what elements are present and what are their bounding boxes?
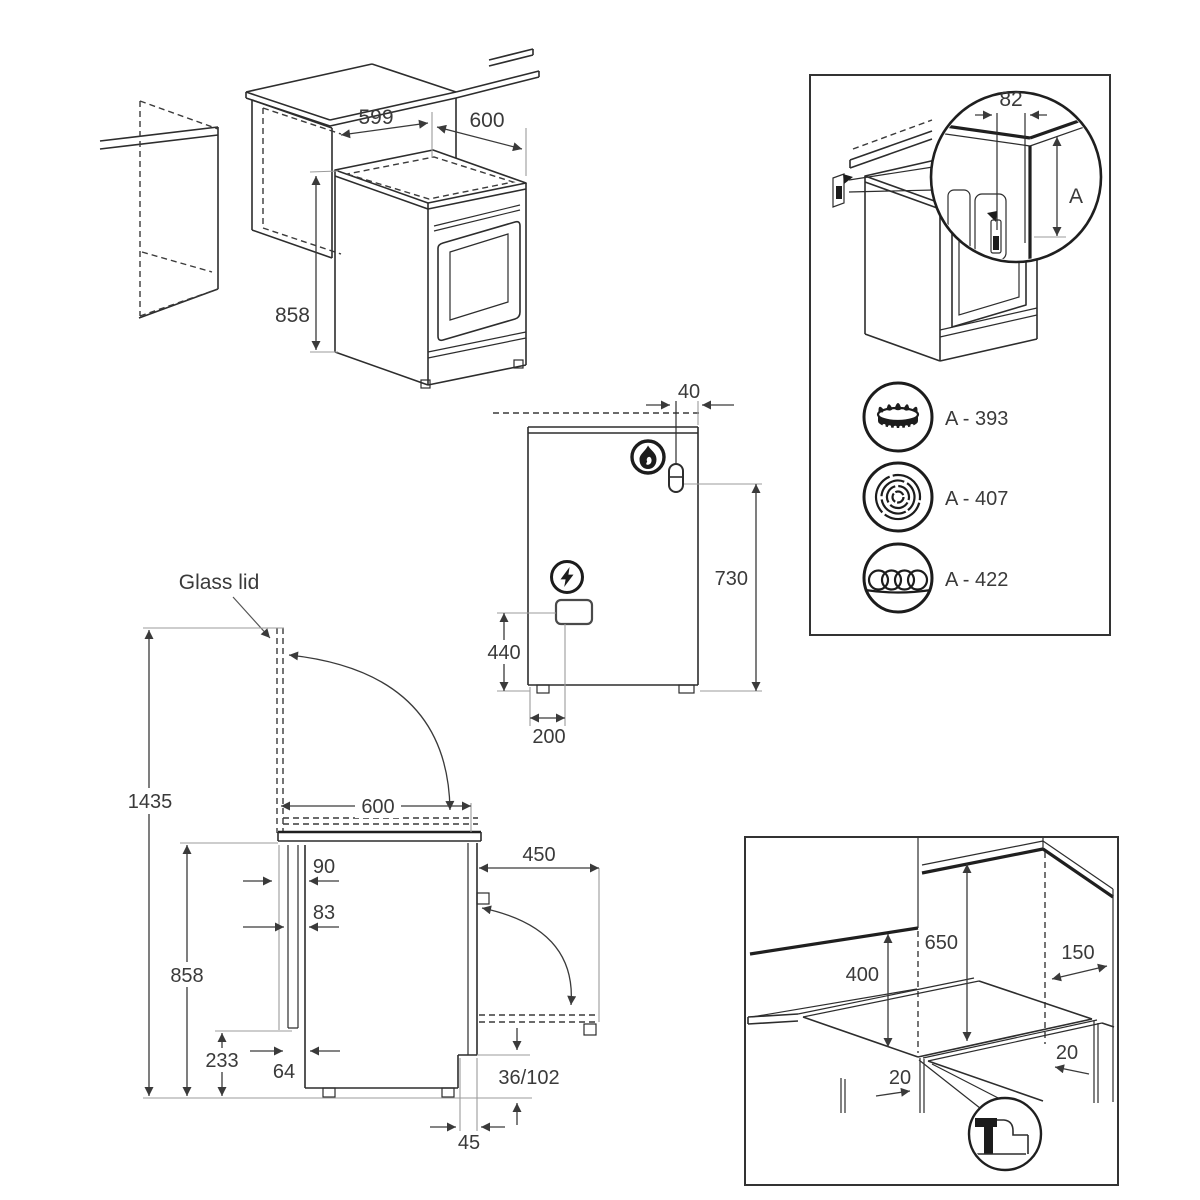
dim-cooker-height: 858 — [275, 304, 310, 327]
anti-tilt-bracket-icon — [832, 173, 853, 208]
cooker-foot — [322, 1087, 336, 1098]
dim-cable-height: 440 — [487, 642, 520, 664]
middle-cabinet — [245, 48, 540, 259]
dim-height: 858 — [170, 965, 203, 987]
cooker-foot — [536, 684, 550, 694]
gas-flame-icon — [630, 439, 666, 475]
clearance-panel: 650 400 150 20 20 — [744, 836, 1119, 1186]
panel-border — [809, 74, 1111, 636]
dim-toe-clearance: 36/102 — [498, 1067, 559, 1089]
side-dimensions: 600 450 90 83 1435 858 233 64 — [126, 627, 600, 1154]
door-latch — [476, 892, 490, 905]
lid-swing-arc — [288, 651, 455, 811]
dim-hood-clearance: 650 — [925, 932, 958, 954]
door-swing-arc — [481, 905, 577, 1006]
dim-gas-offset: 40 — [678, 381, 700, 403]
cooker-foot — [513, 359, 524, 369]
legend-label-gas: A - 393 — [945, 408, 1008, 430]
cooker-rear-outline — [527, 426, 699, 694]
side-elevation-view: Glass lid 600 450 — [126, 571, 600, 1154]
legend-label-coil: A - 422 — [945, 569, 1008, 591]
dim-rear-gap-top: 90 — [313, 856, 335, 878]
dim-side-clearance: 150 — [1061, 942, 1094, 964]
edge-profile-detail — [974, 1118, 1029, 1155]
iso-dimensions: 599 600 858 — [275, 106, 527, 353]
cooker-isometric — [334, 149, 527, 389]
electric-bolt-icon — [550, 560, 584, 594]
coil-element-icon — [864, 569, 932, 594]
dim-gas-height: 730 — [715, 568, 748, 590]
dim-lid-open-height: 1435 — [128, 791, 173, 813]
dim-cutout-width: 599 — [358, 106, 393, 129]
radiant-zone-icon — [874, 473, 922, 521]
cooker-foot — [678, 684, 695, 694]
lid-open-outline — [276, 628, 284, 833]
isometric-fit-view: 599 600 858 — [99, 48, 540, 389]
dim-gap-right: 20 — [1056, 1042, 1078, 1064]
edge-detail-leaders — [918, 1059, 1005, 1113]
hob-type-legend: A - 393 A - 407 — [862, 381, 1008, 614]
dim-cable-offset: 200 — [532, 726, 565, 748]
panel-border — [744, 836, 1119, 1186]
gas-connection — [668, 401, 684, 493]
dim-recess-height: 233 — [205, 1050, 238, 1072]
legend-row-coil: A - 422 — [862, 542, 1008, 614]
legend-row-gas: A - 393 — [862, 381, 1008, 453]
rear-connection-view: 40 730 440 200 — [485, 381, 762, 748]
door-open-handle — [583, 1023, 597, 1036]
glass-lid-label: Glass lid — [179, 571, 260, 594]
glass-lid-leader — [232, 596, 271, 639]
dim-cooker-width: 600 — [469, 109, 504, 132]
dim-recess-depth: 64 — [273, 1061, 295, 1083]
dim-adjacent-wall-height: 400 — [846, 964, 879, 986]
dim-door-open-depth: 450 — [522, 844, 555, 866]
dim-depth: 600 — [361, 796, 394, 818]
kitchen-isometric — [747, 838, 1115, 1113]
legend-label-radiant: A - 407 — [945, 488, 1008, 510]
cooker-foot — [441, 1087, 455, 1098]
dim-gap-left: 20 — [889, 1067, 911, 1089]
gas-burner-icon — [876, 403, 920, 429]
edge-detail-circle — [967, 1096, 1043, 1172]
bracket-callout-lines — [848, 166, 935, 193]
left-cabinet — [99, 100, 219, 319]
anti-tilt-bracket-panel: 82 A A - 393 — [809, 74, 1111, 636]
door-open-outline — [479, 1014, 598, 1023]
dim-toe-height: 45 — [458, 1132, 480, 1154]
dim-bracket-slot: 82 — [999, 88, 1022, 111]
cooker-foot — [420, 379, 431, 389]
dim-rear-gap-mid: 83 — [313, 902, 335, 924]
rear-dimensions: 40 730 440 200 — [485, 381, 762, 748]
clearance-dimensions: 650 400 150 20 20 — [846, 864, 1108, 1097]
cooker-side-outline — [277, 830, 490, 1098]
legend-row-radiant: A - 407 — [862, 461, 1008, 533]
dim-bracket-height-ref: A — [1069, 185, 1083, 208]
magnifier-circle — [929, 90, 1103, 264]
magnified-corner-detail — [933, 110, 1091, 260]
mains-connection-box — [554, 598, 594, 626]
lid-closed-outline — [283, 817, 478, 825]
